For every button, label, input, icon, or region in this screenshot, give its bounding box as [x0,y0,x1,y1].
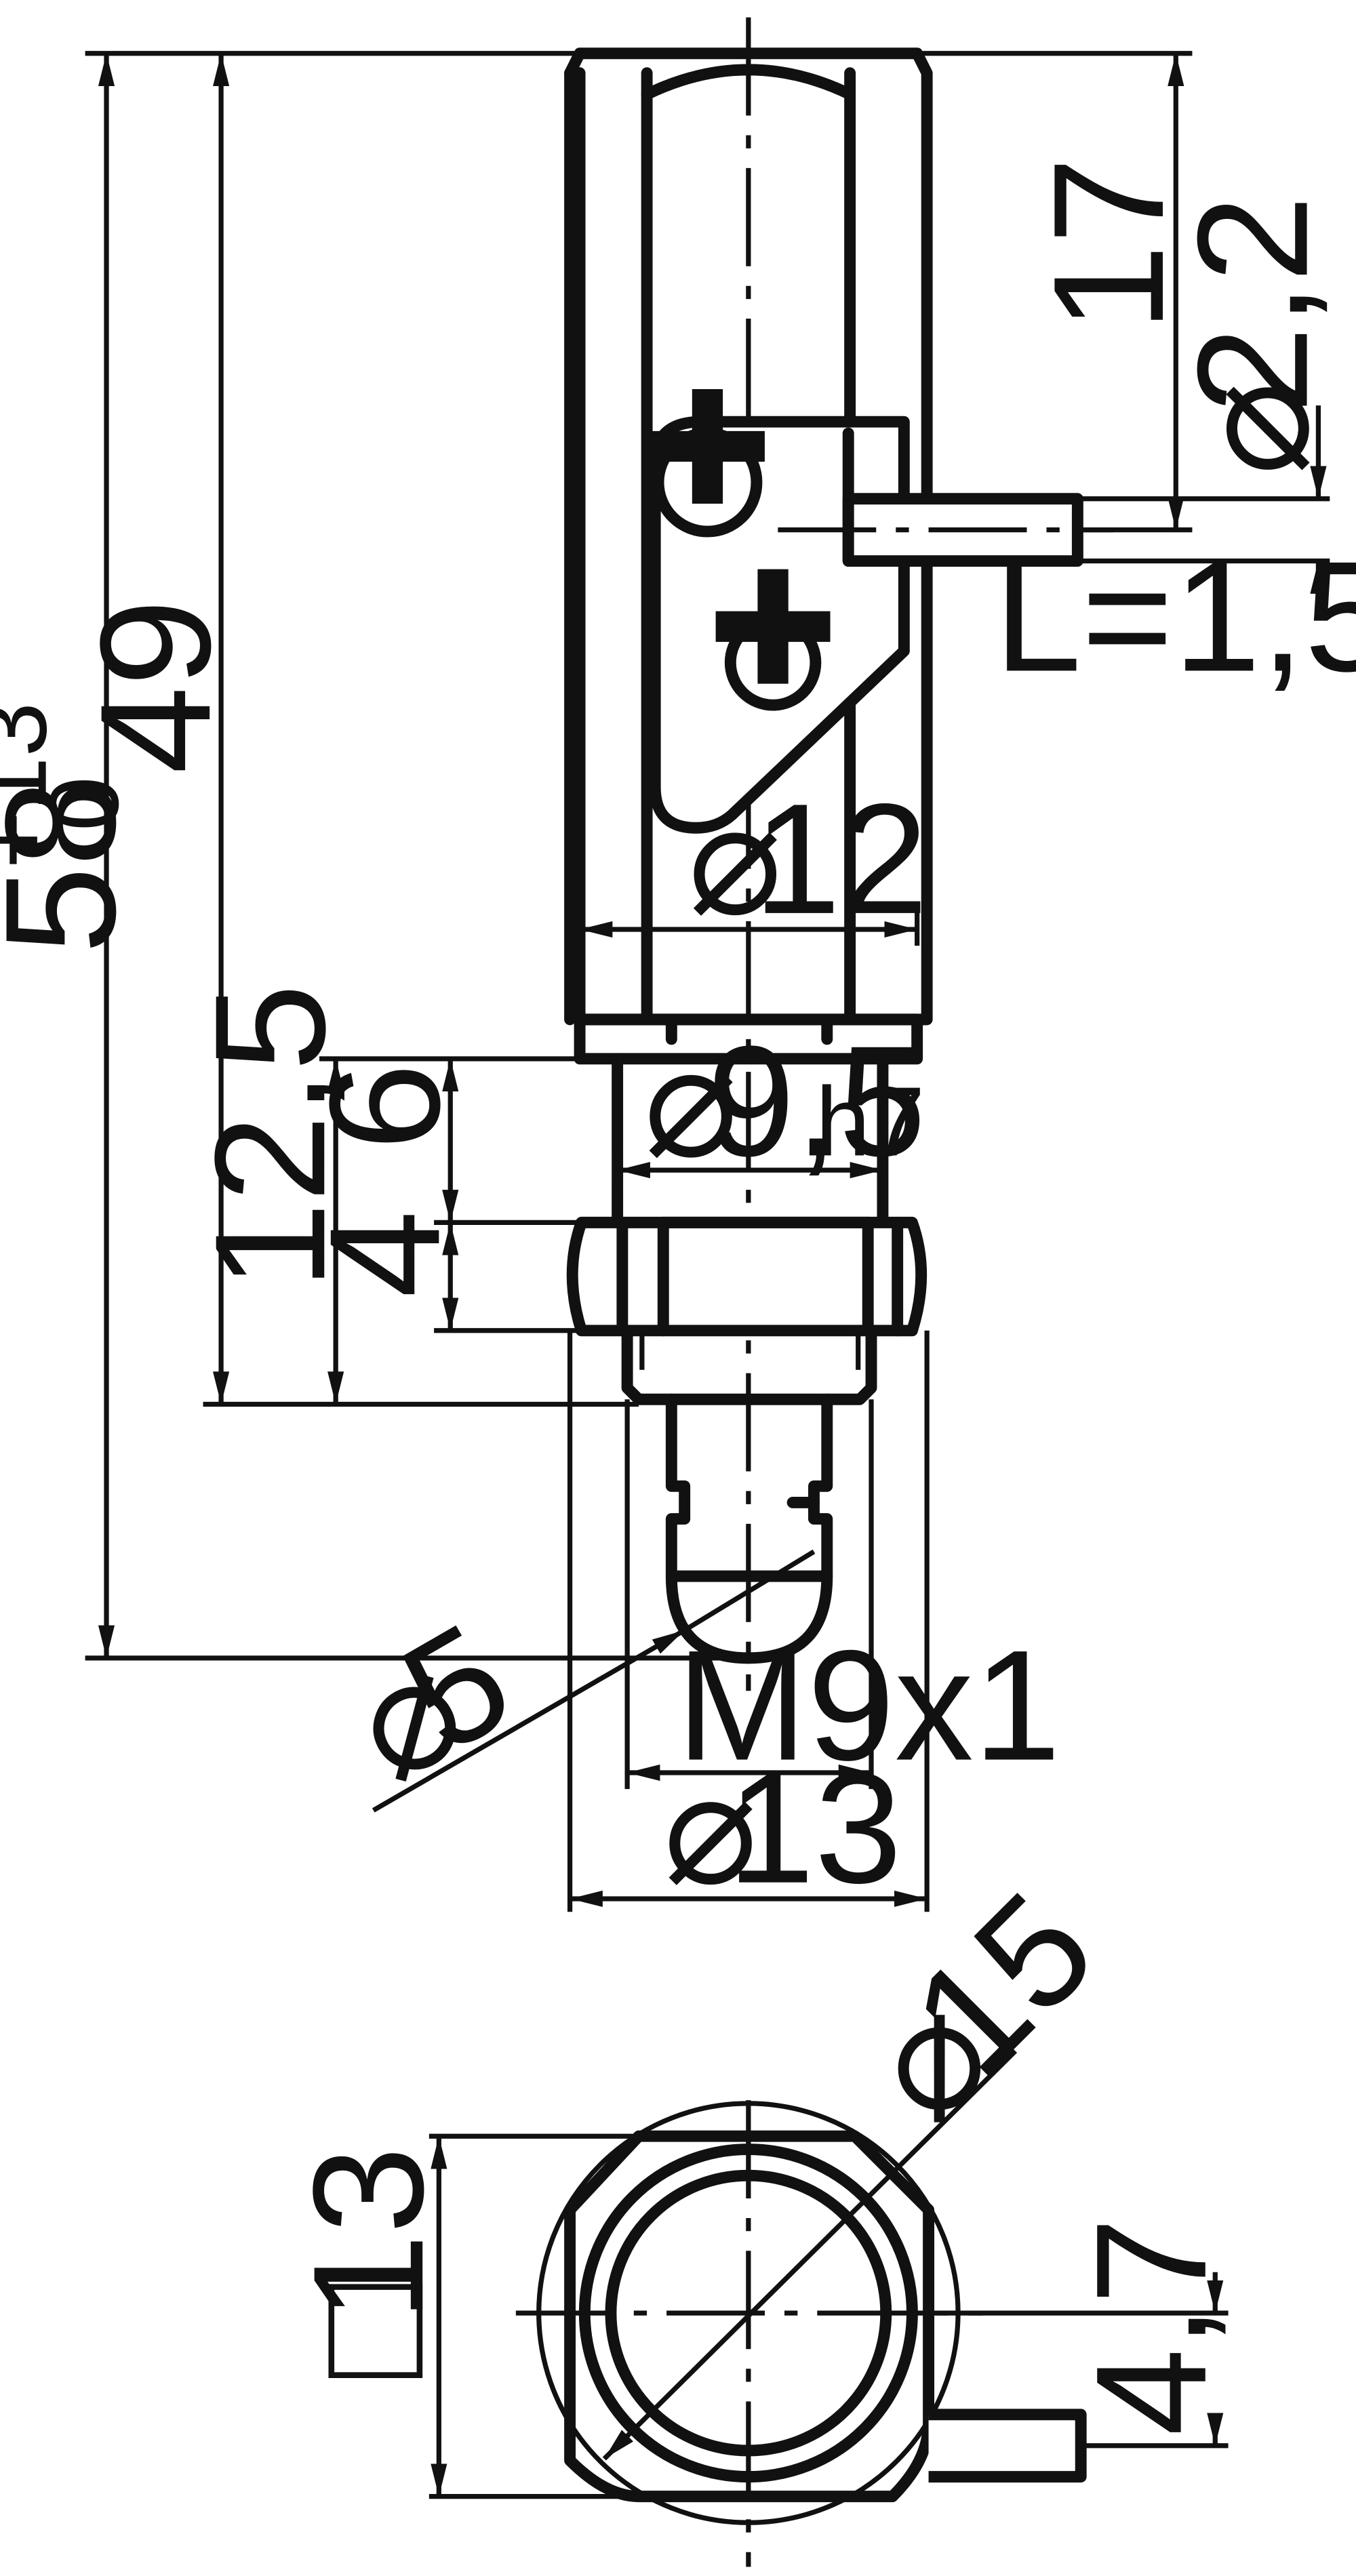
dim-overall-length: 58 [0,779,148,954]
inner-ring [578,2144,918,2483]
dim-overall-tol-upper: +13 [0,702,67,869]
dim-cable-diameter-symbol: ⌀ [1165,381,1341,476]
square-body [564,2130,935,2503]
dim-housing-to-thread: 49 [68,599,243,774]
dimension-lines [85,51,1330,1912]
dim-collar-height: 6 [297,1063,473,1150]
dim-collar-diameter-symbol: ⌀ [643,1013,738,1189]
top-cable-stub [928,2409,1087,2483]
dim-collar-diameter: 9,5 [707,1013,925,1189]
dim-nut-diameter-symbol: ⌀ [663,1741,758,1916]
thread-section [621,1325,877,1405]
dim-collar-fit: h7 [816,1066,925,1176]
side-view: ✚ ✚ [0,17,1356,1916]
collar [612,1053,889,1228]
screw-head-icon-1: ✚ [641,362,773,538]
dim-square-symbol: □ [281,2284,456,2379]
dim-head-to-cable: 17 [1021,157,1197,331]
dim-nut-height: 4 [297,1211,473,1298]
dim-nut-diameter: 13 [727,1741,902,1916]
dim-housing-diameter-symbol: ⌀ [687,771,782,947]
dim-cable-length: L=1,5m [994,529,1356,704]
hex-nut [566,1216,928,1337]
screw-head-icon-2: ✚ [707,542,839,718]
dim-collar-to-thread: 12,5 [182,984,358,1289]
inner-bore [605,2169,892,2457]
dim-across-flats: 13 [281,2146,456,2321]
dim-cable-offset: 4,7 [1064,2217,1239,2436]
dim-cable-diameter: 2,2 [1165,195,1341,414]
dim-housing-diameter: 12 [753,771,928,947]
dim-thread: M9x1 [677,1618,1061,1794]
top-view: □ 13 ⌀ 15 4,7 [281,1860,1239,2567]
dim-overall-tol-lower: 0 [29,776,139,831]
